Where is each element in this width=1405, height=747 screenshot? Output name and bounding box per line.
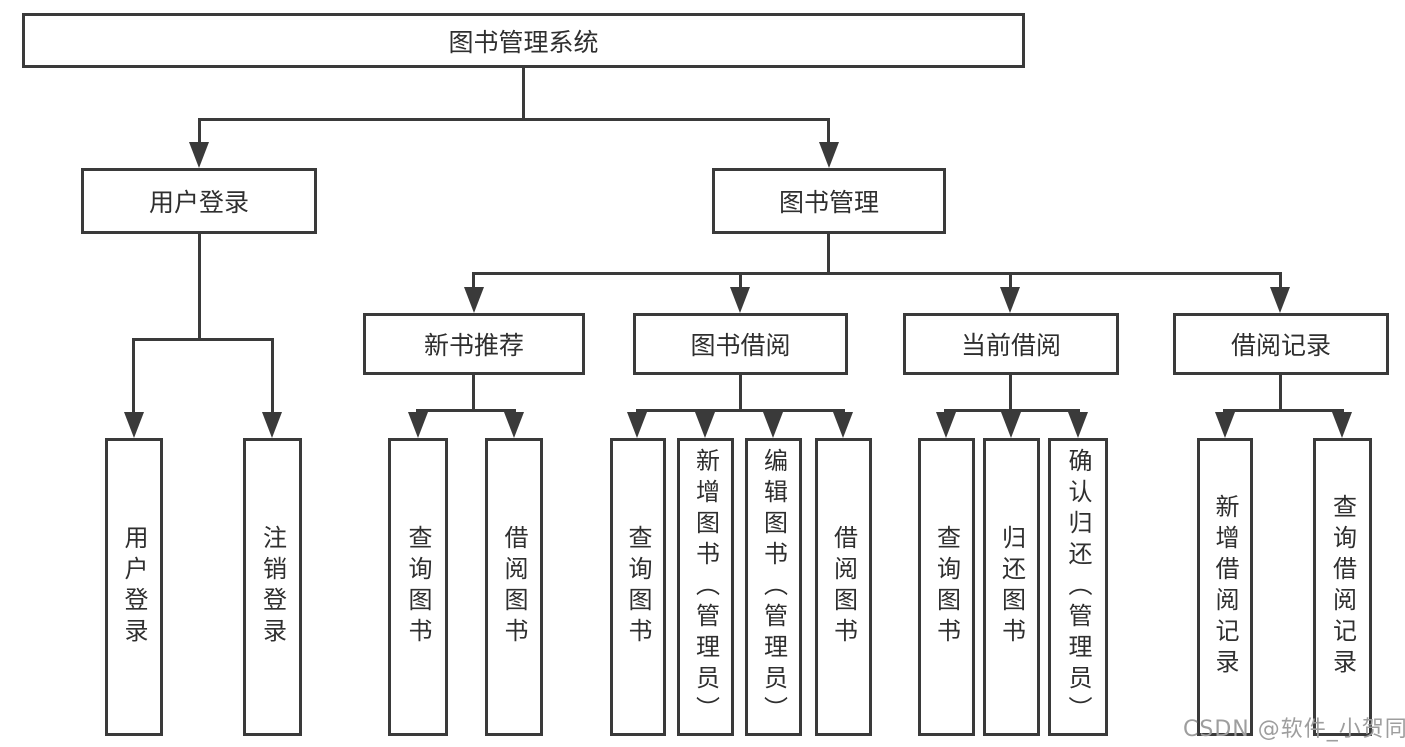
node-new-book-recommend: 新书推荐: [363, 313, 585, 375]
node-label: 查询图书: [932, 525, 961, 649]
connector-login-horizontal: [132, 338, 274, 341]
node-label: 编辑图书（管理员）: [759, 447, 788, 727]
connector-current-horizontal: [944, 409, 1080, 412]
node-label: 图书借阅: [690, 331, 791, 360]
connector-drop-leaf-login: [132, 338, 135, 414]
arrow-down-icon: [408, 412, 428, 438]
leaf-return-books: 归还图书: [983, 438, 1040, 736]
node-current-borrow: 当前借阅: [903, 313, 1119, 375]
leaf-add-books-admin: 新增图书（管理员）: [677, 438, 734, 736]
leaf-query-books-current: 查询图书: [918, 438, 975, 736]
connector-borrow-horizontal: [636, 409, 845, 412]
leaf-edit-books-admin: 编辑图书（管理员）: [745, 438, 802, 736]
leaf-user-login: 用户登录: [105, 438, 163, 736]
arrow-down-icon: [1000, 287, 1020, 313]
connector-mgmt-horizontal: [472, 272, 1282, 275]
watermark: CSDN @软件_小贺同学: [1183, 717, 1405, 742]
node-label: 借阅图书: [500, 525, 528, 649]
leaf-query-books-borrow: 查询图书: [610, 438, 666, 736]
node-label: 借阅图书: [829, 525, 858, 649]
leaf-add-borrow-record: 新增借阅记录: [1197, 438, 1253, 736]
arrow-down-icon: [1332, 412, 1352, 438]
arrow-down-icon: [1270, 287, 1290, 313]
connector-record-horizontal: [1223, 409, 1344, 412]
node-label: 新书推荐: [423, 331, 524, 360]
connector-login-stub: [198, 234, 201, 338]
node-book-management: 图书管理: [712, 168, 946, 234]
node-label: 新增借阅记录: [1211, 494, 1239, 680]
connector-current-stub: [1009, 375, 1012, 409]
node-label: 当前借阅: [960, 331, 1061, 360]
leaf-confirm-return-admin: 确认归还（管理员）: [1048, 438, 1108, 736]
leaf-logout: 注销登录: [243, 438, 302, 736]
node-book-borrow: 图书借阅: [633, 313, 848, 375]
arrow-down-icon: [695, 412, 715, 438]
connector-drop-borrow-record: [1279, 272, 1282, 289]
arrow-down-icon: [189, 142, 209, 168]
leaf-query-borrow-record: 查询借阅记录: [1313, 438, 1372, 736]
connector-drop-user-login: [198, 118, 201, 144]
connector-drop-current-borrow: [1009, 272, 1012, 289]
arrow-down-icon: [833, 412, 853, 438]
connector-borrow-stub: [739, 375, 742, 409]
arrow-down-icon: [1068, 412, 1088, 438]
connector-drop-book-management: [827, 118, 830, 144]
connector-drop-new-book: [472, 272, 475, 289]
leaf-query-books-recommend: 查询图书: [388, 438, 448, 736]
arrow-down-icon: [819, 142, 839, 168]
arrow-down-icon: [763, 412, 783, 438]
node-borrow-record: 借阅记录: [1173, 313, 1389, 375]
arrow-down-icon: [262, 412, 282, 438]
node-label: 查询借阅记录: [1328, 494, 1357, 680]
connector-root-stub: [522, 68, 525, 118]
leaf-borrow-books: 借阅图书: [815, 438, 872, 736]
connector-mgmt-stub: [827, 234, 830, 272]
connector-level1-horizontal: [198, 118, 830, 121]
arrow-down-icon: [1215, 412, 1235, 438]
connector-record-stub: [1279, 375, 1282, 409]
arrow-down-icon: [124, 412, 144, 438]
node-label: 查询图书: [624, 525, 652, 649]
node-label: 用户登录: [120, 525, 148, 649]
arrow-down-icon: [504, 412, 524, 438]
node-label: 图书管理系统: [448, 27, 599, 57]
connector-drop-leaf-logout: [271, 338, 274, 414]
connector-rec-stub: [472, 375, 475, 409]
node-library-management-system: 图书管理系统: [22, 13, 1025, 68]
arrow-down-icon: [730, 287, 750, 313]
arrow-down-icon: [1001, 412, 1021, 438]
leaf-borrow-books-recommend: 借阅图书: [485, 438, 543, 736]
node-label: 查询图书: [404, 525, 432, 649]
node-label: 用户登录: [148, 188, 249, 217]
node-label: 图书管理: [778, 188, 879, 217]
arrow-down-icon: [627, 412, 647, 438]
connector-drop-book-borrow: [739, 272, 742, 289]
connector-rec-horizontal: [416, 409, 516, 412]
node-label: 确认归还（管理员）: [1064, 447, 1092, 727]
arrow-down-icon: [936, 412, 956, 438]
node-label: 借阅记录: [1230, 331, 1331, 360]
arrow-down-icon: [464, 287, 484, 313]
node-label: 归还图书: [997, 525, 1026, 649]
node-label: 注销登录: [258, 525, 287, 649]
node-label: 新增图书（管理员）: [691, 447, 720, 727]
node-user-login: 用户登录: [81, 168, 317, 234]
